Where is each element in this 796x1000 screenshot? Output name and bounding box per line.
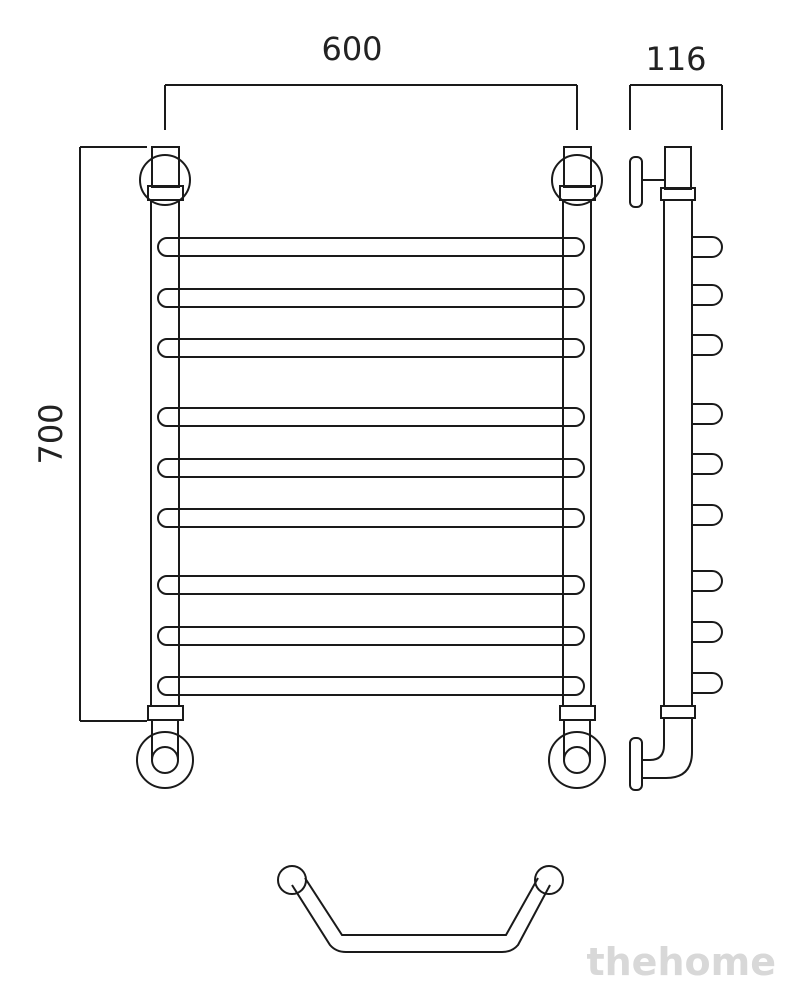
- bottom-right-wall-flange: [548, 731, 606, 789]
- side-bottom-elbow: [642, 718, 693, 779]
- depth-dimension: 116: [629, 40, 723, 130]
- height-dimension-label: 700: [32, 403, 70, 464]
- side-bottom-nut: [660, 705, 696, 719]
- front-rung: [157, 458, 585, 478]
- side-rung-end: [692, 672, 723, 694]
- side-rung-end: [692, 236, 723, 258]
- top-view: [277, 865, 564, 953]
- top-right-cap: [563, 146, 592, 188]
- front-rung: [157, 575, 585, 595]
- side-rung-end: [692, 570, 723, 592]
- depth-dimension-label: 116: [645, 40, 706, 78]
- top-view-inner-line: [304, 877, 539, 936]
- front-rung: [157, 676, 585, 696]
- top-right-wall-flange: [551, 154, 603, 206]
- side-top-wall-mount: [629, 156, 643, 208]
- front-rung: [157, 407, 585, 427]
- side-rung-end: [692, 504, 723, 526]
- bottom-right-nut: [559, 705, 596, 721]
- front-rung: [157, 288, 585, 308]
- side-rung-end: [692, 621, 723, 643]
- side-rung-end: [692, 284, 723, 306]
- side-rung-end: [692, 334, 723, 356]
- bottom-left-wall-flange: [136, 731, 194, 789]
- width-dimension: 600: [164, 30, 578, 130]
- height-dimension: 700: [32, 146, 147, 722]
- bottom-left-pipe-end: [151, 746, 179, 774]
- top-left-cap: [151, 146, 180, 188]
- side-vertical-collector: [663, 199, 693, 707]
- bottom-right-elbow: [563, 720, 591, 760]
- front-rung: [157, 237, 585, 257]
- side-rung-end: [692, 403, 723, 425]
- front-rung: [157, 626, 585, 646]
- right-vertical-collector: [562, 199, 592, 707]
- watermark-logo: thehome: [586, 940, 776, 984]
- top-view-outer-line: [291, 884, 551, 953]
- bottom-left-nut: [147, 705, 184, 721]
- side-view: [629, 146, 723, 791]
- top-left-wall-flange: [139, 154, 191, 206]
- left-vertical-collector: [150, 199, 180, 707]
- side-rungs: [692, 236, 723, 694]
- bottom-left-elbow: [151, 720, 179, 760]
- bottom-right-pipe-end: [563, 746, 591, 774]
- side-bottom-wall-mount: [629, 737, 643, 791]
- side-top-cap: [664, 146, 692, 190]
- top-view-left-end: [277, 865, 307, 895]
- front-view: [136, 146, 606, 789]
- side-rung-end: [692, 453, 723, 475]
- top-right-nut: [559, 185, 596, 201]
- front-rung: [157, 508, 585, 528]
- front-rung: [157, 338, 585, 358]
- front-rungs: [157, 237, 585, 696]
- top-left-nut: [147, 185, 184, 201]
- width-dimension-label: 600: [321, 30, 382, 68]
- top-view-right-end: [534, 865, 564, 895]
